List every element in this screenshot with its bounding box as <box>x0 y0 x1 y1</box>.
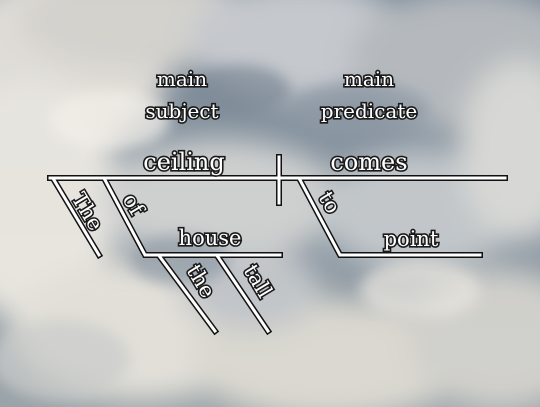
label-main-subject-bottom: subject <box>145 99 218 123</box>
prep-phrase-of-line <box>102 177 282 257</box>
word-subject-ceiling: ceiling <box>143 148 225 176</box>
modifier-line-tall <box>215 254 271 334</box>
modifier-line-the <box>51 177 102 258</box>
word-object-house: house <box>179 226 242 250</box>
label-main-predicate-top: main <box>344 67 394 91</box>
label-main-subject-top: main <box>157 67 207 91</box>
diagram-lines <box>48 155 507 334</box>
prep-phrase-to-line <box>297 177 482 257</box>
word-object-point: point <box>384 227 439 251</box>
label-main-predicate-bottom: predicate <box>321 99 417 123</box>
word-predicate-comes: comes <box>330 148 407 176</box>
modifier-line-the-2 <box>157 254 218 334</box>
